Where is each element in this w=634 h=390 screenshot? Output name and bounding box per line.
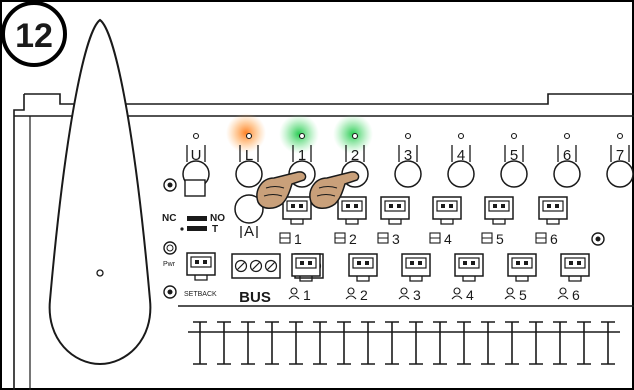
led-glow-l <box>226 113 266 153</box>
zone-button-5[interactable] <box>500 160 528 188</box>
zone-label-2: 2 <box>351 147 359 164</box>
terminal-fork-2 <box>212 321 236 365</box>
zone-button-6[interactable] <box>553 160 581 188</box>
thermostat-icon <box>48 18 152 366</box>
lower-connector-label-5: 5 <box>519 287 527 303</box>
lower-connector-label-6: 6 <box>572 287 580 303</box>
zone-button-3[interactable] <box>394 160 422 188</box>
zone-label-1: 1 <box>298 147 306 164</box>
terminal-fork-7 <box>332 321 356 365</box>
zone-led-7 <box>616 132 624 140</box>
terminal-fork-3 <box>236 321 260 365</box>
zone-label-l: L <box>245 147 253 164</box>
terminal-fork-13 <box>476 321 500 365</box>
board-top-edge <box>24 93 634 105</box>
bus-label: BUS <box>239 289 271 306</box>
upper-connector-label-5: 5 <box>496 231 504 247</box>
upper-connector-label-6: 6 <box>550 231 558 247</box>
a-button[interactable] <box>234 194 264 224</box>
zone-label-6: 6 <box>563 147 571 164</box>
led-glow-1 <box>279 114 319 154</box>
setback-label: SETBACK <box>184 291 217 298</box>
zone-label-3: 3 <box>404 147 412 164</box>
zone-button-7[interactable] <box>606 160 634 188</box>
zone-person-icon-4 <box>453 287 461 295</box>
lower-connector-row: 1 2 3 4 5 6 <box>288 253 590 303</box>
zone-led-5 <box>510 132 518 140</box>
zone-person-icon-3 <box>400 287 408 295</box>
upper-connector-label-2: 2 <box>349 231 357 247</box>
step-number: 12 <box>15 17 53 55</box>
lower-connector-label-1: 1 <box>303 287 311 303</box>
terminal-fork-6 <box>308 321 332 365</box>
lower-connector-label-4: 4 <box>466 287 474 303</box>
a-label: A <box>244 223 254 240</box>
terminal-fork-15 <box>524 321 548 365</box>
switch-no-label: NO <box>210 213 225 224</box>
zone-label-7: 7 <box>616 147 624 164</box>
zone-led-4 <box>457 132 465 140</box>
terminal-fork-12 <box>452 321 476 365</box>
board-left-edge <box>13 94 25 390</box>
zone-person-icon-5 <box>506 287 514 295</box>
terminal-fork-pattern <box>188 321 620 365</box>
zone-led-3 <box>404 132 412 140</box>
switch-t-label: T <box>212 224 218 235</box>
zone-led-1 <box>298 132 306 140</box>
zone-person-icon-6 <box>559 287 567 295</box>
zone-label-u: U <box>191 147 202 164</box>
switch-bar-nc <box>187 216 207 221</box>
zone-button-l[interactable] <box>235 160 263 188</box>
lower-connector-label-2: 2 <box>360 287 368 303</box>
terminal-fork-14 <box>500 321 524 365</box>
zone-person-icon-1 <box>290 287 298 295</box>
upper-connector-row: 1 2 3 4 5 6 <box>279 196 568 247</box>
zone-led-l <box>245 132 253 140</box>
terminal-fork-18 <box>596 321 620 365</box>
lower-connector-label-3: 3 <box>413 287 421 303</box>
upper-connector-label-4: 4 <box>444 231 452 247</box>
terminal-fork-5 <box>284 321 308 365</box>
terminal-fork-17 <box>572 321 596 365</box>
zone-label-5: 5 <box>510 147 518 164</box>
terminal-fork-16 <box>548 321 572 365</box>
zone-person-icon-2 <box>347 287 355 295</box>
terminal-fork-8 <box>356 321 380 365</box>
thermostat-dot <box>96 269 104 277</box>
switch-box <box>184 179 206 197</box>
zone-led-u <box>192 132 200 140</box>
zone-button-4[interactable] <box>447 160 475 188</box>
step-badge <box>1 1 67 67</box>
switch-nc-label: NC <box>162 213 176 224</box>
pwr-label: Pwr <box>163 261 176 268</box>
terminal-fork-4 <box>260 321 284 365</box>
pressing-hand-icon <box>309 171 360 209</box>
upper-connector-label-1: 1 <box>294 231 302 247</box>
terminal-fork-9 <box>380 321 404 365</box>
zone-led-6 <box>563 132 571 140</box>
zone-label-4: 4 <box>457 147 465 164</box>
upper-connector-label-3: 3 <box>392 231 400 247</box>
terminal-fork-11 <box>428 321 452 365</box>
zone-led-2 <box>351 132 359 140</box>
pressing-hand-icon <box>256 171 307 209</box>
terminal-fork-1 <box>188 321 212 365</box>
terminal-fork-10 <box>404 321 428 365</box>
